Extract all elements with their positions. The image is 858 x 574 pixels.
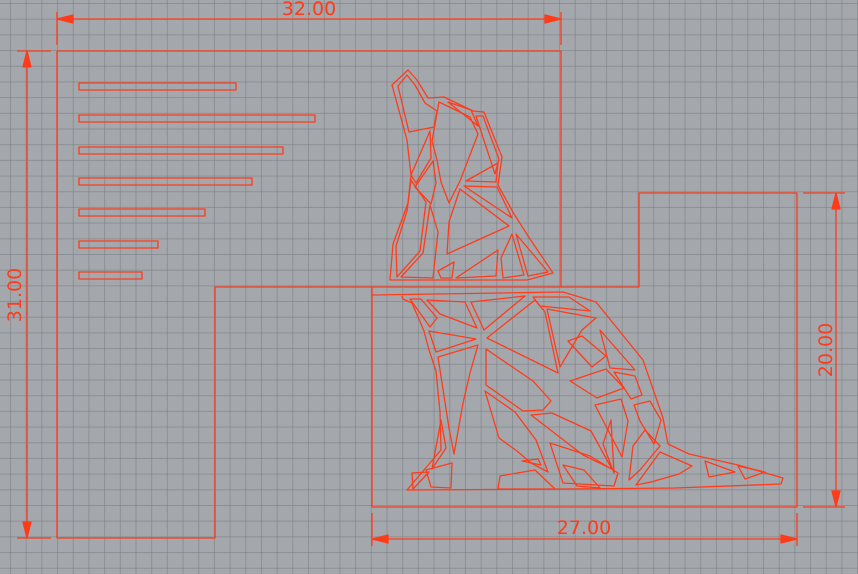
wolf-sitting-shape[interactable] — [371, 291, 784, 491]
dimension-bottom-width[interactable]: 27.00 — [371, 513, 798, 546]
slot[interactable] — [78, 271, 143, 280]
slot[interactable] — [78, 146, 284, 155]
dimension-right-height[interactable]: 20.00 — [803, 192, 845, 508]
dimension-label-bottom: 27.00 — [557, 517, 611, 539]
slot[interactable] — [78, 82, 237, 91]
slot[interactable] — [78, 114, 316, 123]
slot[interactable] — [78, 208, 206, 217]
dimension-label-top: 32.00 — [282, 0, 336, 20]
dimension-label-left: 31.00 — [4, 268, 26, 322]
dimension-left-height[interactable]: 31.00 — [4, 50, 51, 539]
dimension-label-right: 20.00 — [815, 323, 837, 377]
slot[interactable] — [78, 177, 253, 186]
dimension-top-width[interactable]: 32.00 — [56, 0, 562, 45]
slot[interactable] — [78, 240, 159, 249]
wolf-howling-shape[interactable] — [389, 69, 554, 281]
slot-group — [78, 82, 316, 280]
